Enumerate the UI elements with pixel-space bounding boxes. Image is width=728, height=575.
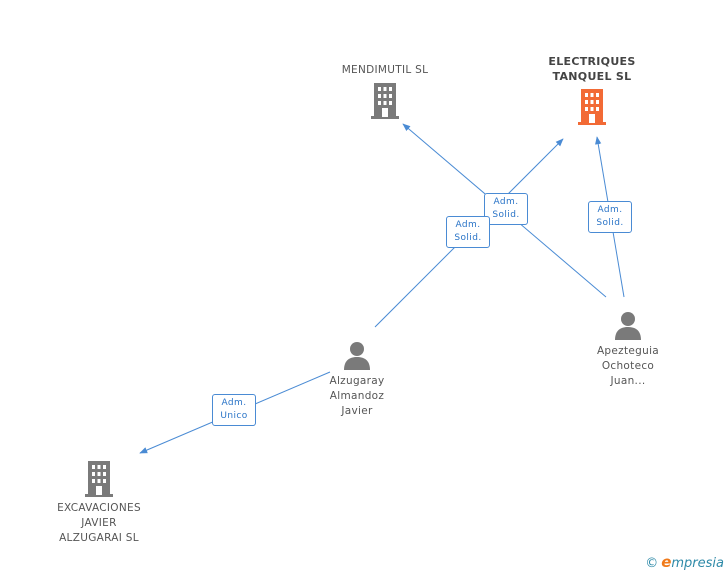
relation-label-line: Solid.	[492, 210, 520, 220]
node-label-line: Ochoteco	[601, 360, 655, 372]
relation-label-line: Adm.	[597, 205, 623, 215]
relation-label-line: Adm.	[221, 398, 247, 408]
person-icon	[615, 312, 641, 340]
relation-label-line: Solid.	[596, 218, 624, 228]
building-icon	[371, 83, 399, 119]
relation-label-line: Unico	[220, 411, 248, 421]
node-label: MENDIMUTIL SL	[325, 63, 445, 78]
relation-badge[interactable]: Adm. Solid.	[588, 201, 632, 233]
node-excavaciones[interactable]: EXCAVACIONES JAVIER ALZUGARAI SL	[39, 461, 159, 546]
relation-label-line: Adm.	[455, 220, 481, 230]
brand-logo-text: mpresia	[671, 556, 724, 571]
node-label-line: Juan...	[610, 375, 646, 387]
relation-badge[interactable]: Adm. Solid.	[446, 216, 490, 248]
node-label-line: ALZUGARAI SL	[59, 532, 139, 544]
node-label-line: JAVIER	[81, 517, 117, 529]
brand-logo-initial: e	[661, 553, 672, 571]
node-label: Alzugaray Almandoz Javier	[307, 374, 407, 419]
node-electriques[interactable]: ELECTRIQUES TANQUEL SL	[532, 54, 652, 125]
node-label-line: Alzugaray	[329, 375, 385, 387]
person-icon	[344, 342, 370, 370]
brand-footer: ©empresia	[645, 553, 724, 571]
node-alzugaray[interactable]: Alzugaray Almandoz Javier	[307, 340, 407, 419]
node-label-line: ELECTRIQUES	[548, 55, 636, 68]
node-label-line: MENDIMUTIL SL	[341, 64, 429, 76]
node-label: EXCAVACIONES JAVIER ALZUGARAI SL	[39, 501, 159, 546]
node-label-line: EXCAVACIONES	[57, 502, 141, 514]
building-icon	[578, 89, 606, 125]
node-label-line: Apezteguia	[596, 345, 660, 357]
node-label-line: Almandoz	[329, 390, 385, 402]
node-mendimutil[interactable]: MENDIMUTIL SL	[325, 63, 445, 119]
relation-label-line: Adm.	[493, 197, 519, 207]
node-label: ELECTRIQUES TANQUEL SL	[532, 54, 652, 84]
node-label: Apezteguia Ochoteco Juan...	[578, 344, 678, 389]
node-label-line: TANQUEL SL	[552, 70, 632, 83]
node-label-line: Javier	[341, 405, 373, 417]
copyright-symbol: ©	[645, 556, 659, 571]
relation-badge[interactable]: Adm. Unico	[212, 394, 256, 426]
node-apezteguia[interactable]: Apezteguia Ochoteco Juan...	[578, 310, 678, 389]
relation-label-line: Solid.	[454, 233, 482, 243]
relation-badge[interactable]: Adm. Solid.	[484, 193, 528, 225]
building-icon	[85, 461, 113, 497]
